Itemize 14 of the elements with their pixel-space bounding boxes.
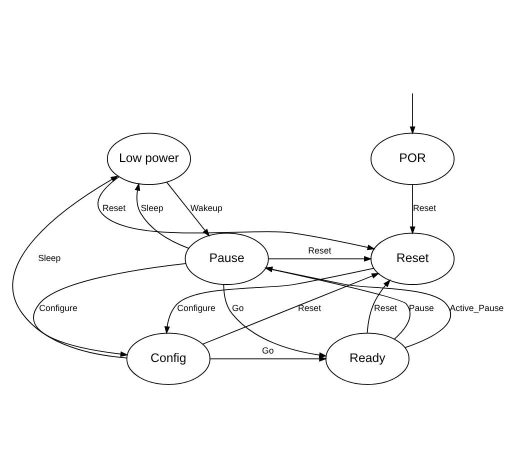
edge-label: Reset bbox=[374, 302, 398, 313]
edge-label: Sleep bbox=[140, 202, 164, 213]
edge-label: Go bbox=[262, 345, 274, 355]
edge-label: Sleep bbox=[38, 252, 61, 263]
edge-label: Configure bbox=[39, 302, 78, 313]
edge-label: Configure bbox=[177, 302, 216, 313]
edge-label: Go bbox=[232, 302, 244, 313]
edge-label: Reset bbox=[412, 202, 436, 213]
edge-label: Pause bbox=[408, 302, 434, 313]
edge-label: Active_Pause bbox=[450, 302, 504, 313]
edge-label: Reset bbox=[298, 302, 322, 313]
edge-label: Wakeup bbox=[190, 202, 222, 213]
edge-label: Reset bbox=[308, 245, 332, 256]
edge-label: Reset bbox=[102, 202, 126, 213]
